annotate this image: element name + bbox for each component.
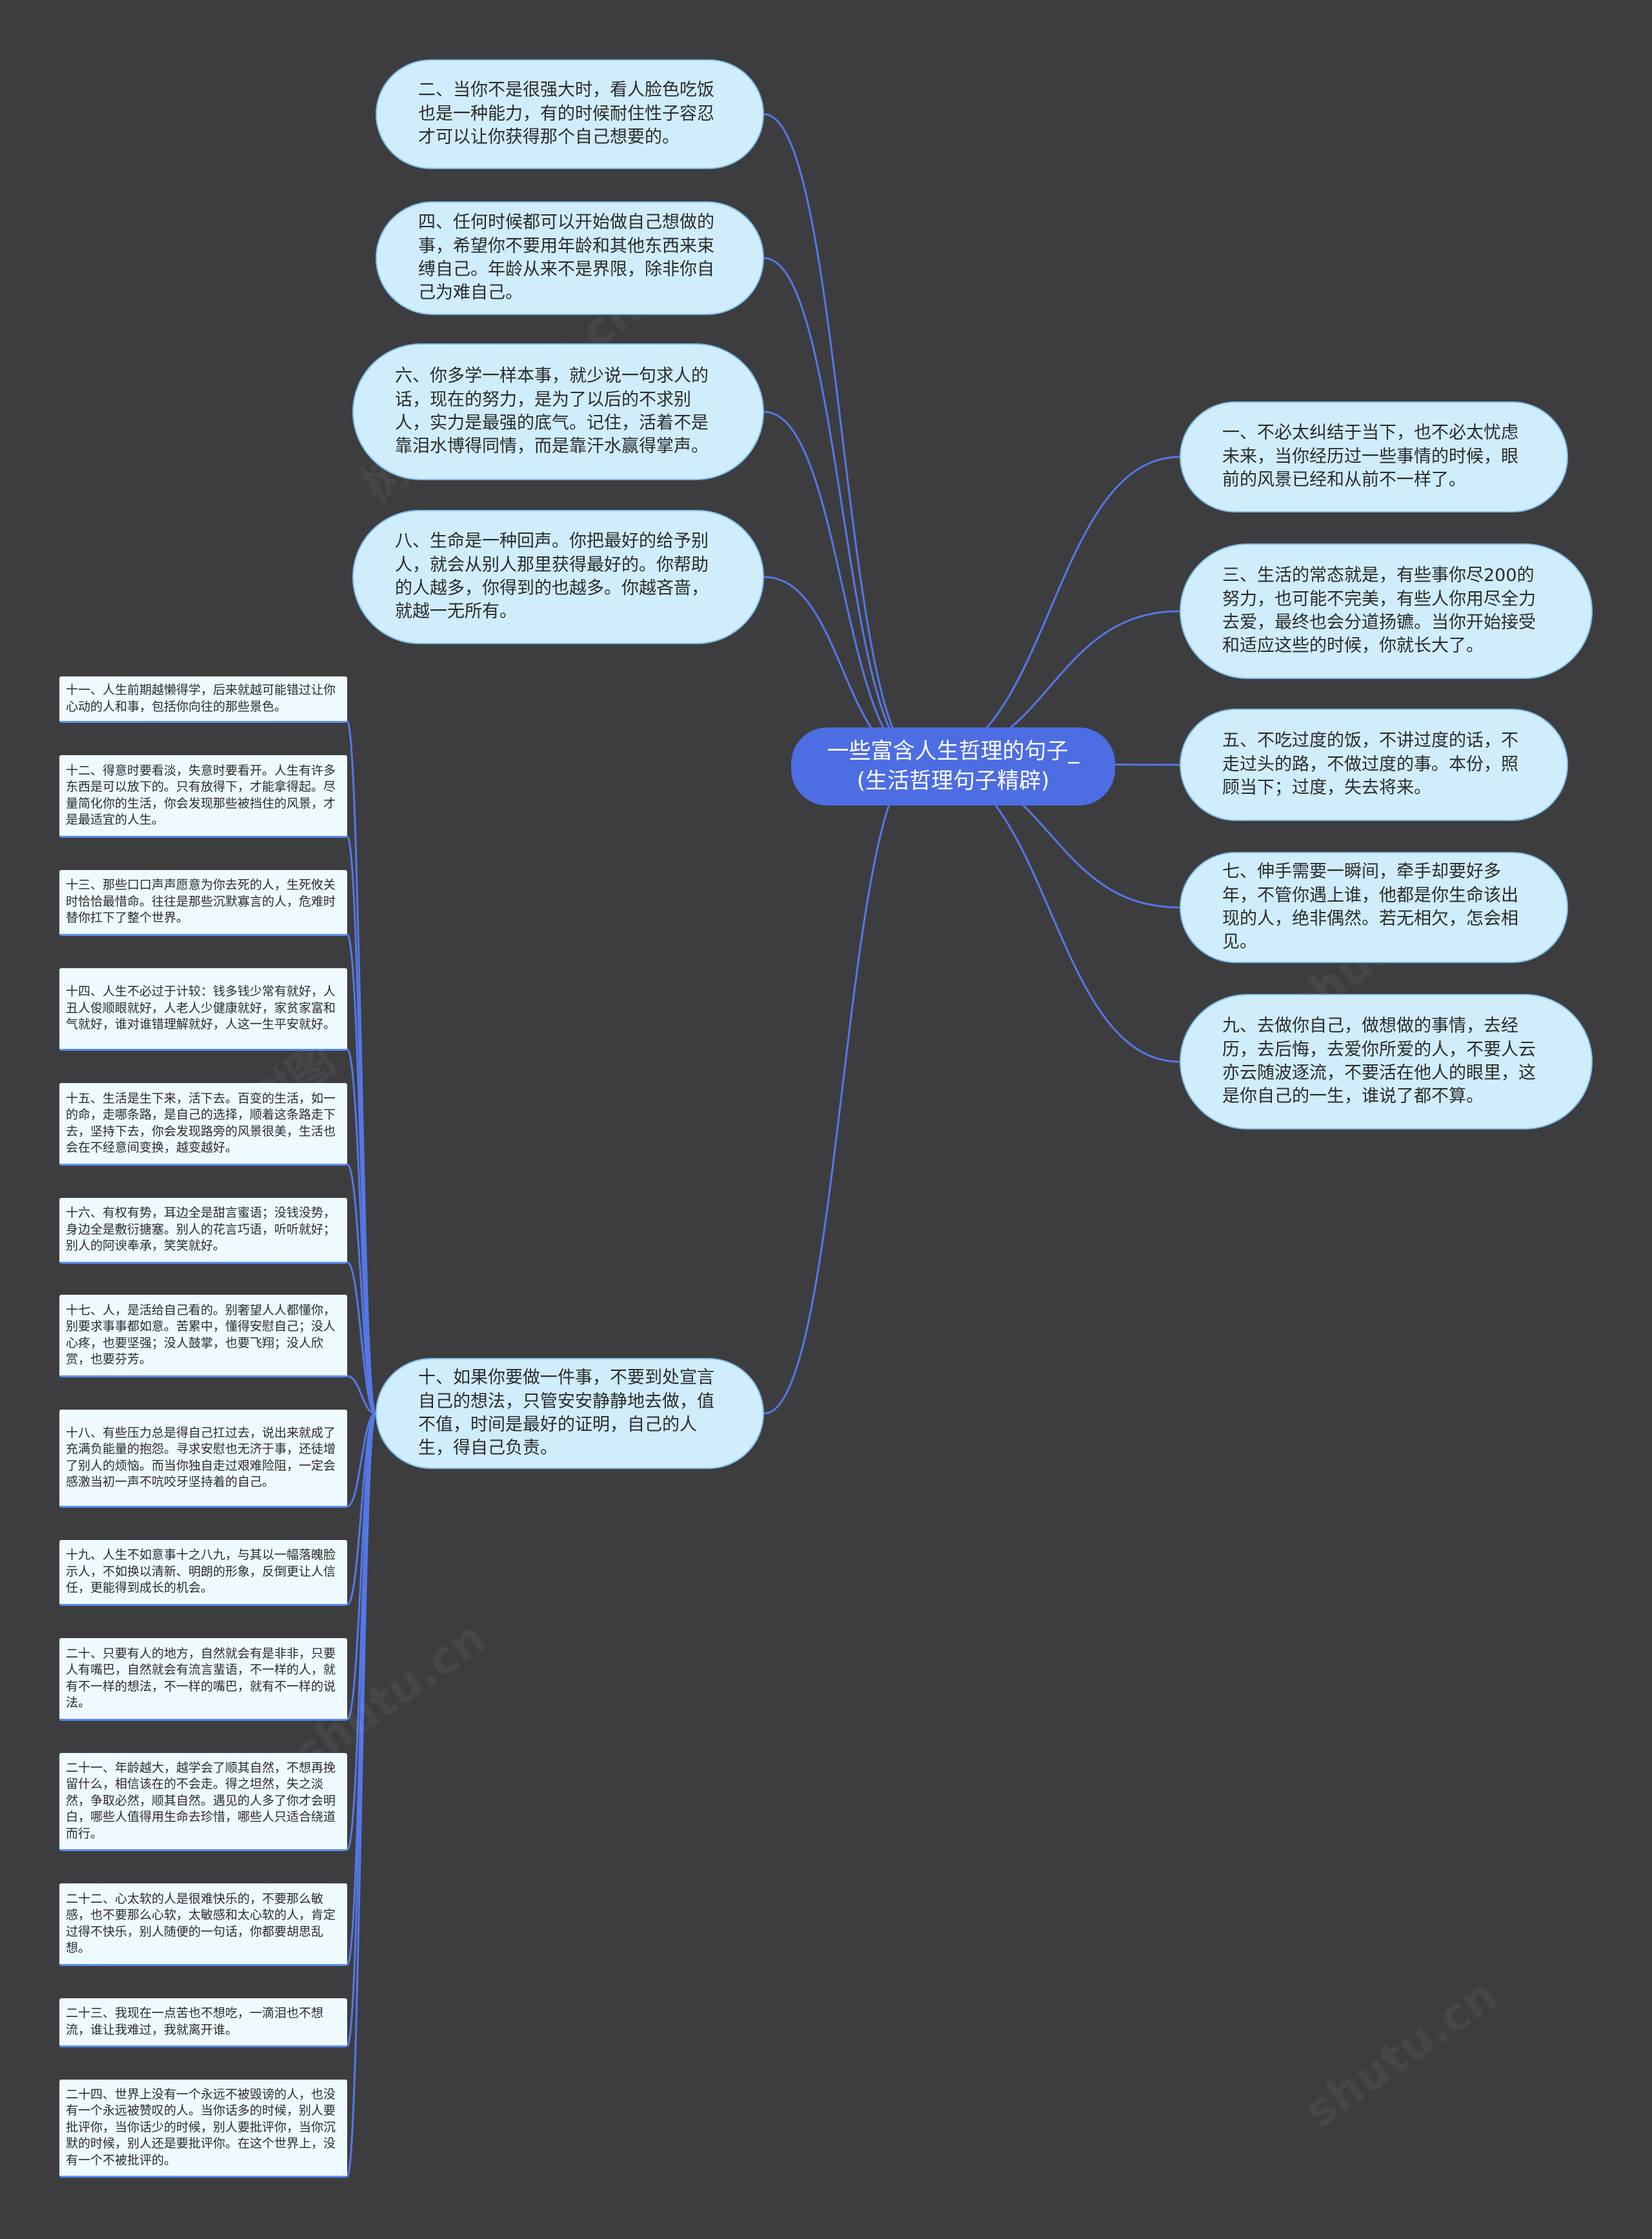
leaf-node-12[interactable]: 十二、得意时要看淡，失意时要看开。人生有许多东西是可以放下的。只有放得下，才能拿…: [59, 755, 347, 838]
leaf-node-20[interactable]: 二十、只要有人的地方，自然就会有是非非，只要人有嘴巴，自然就会有流言蜚语，不一样…: [59, 1638, 347, 1721]
branch-node-7[interactable]: 七、伸手需要一瞬间，牵手却要好多年，不管你遇上谁，他都是你生命该出现的人，绝非偶…: [1180, 852, 1568, 963]
sub-connector-line: [347, 1412, 376, 1508]
connector-line: [763, 113, 922, 762]
branch-node-1[interactable]: 一、不必太纠结于当下，也不必太忧虑未来，当你经历过一些事情的时候，眼前的风景已经…: [1180, 401, 1568, 512]
leaf-node-16[interactable]: 十六、有权有势，耳边全是甜言蜜语；没钱没势，身边全是敷衍搪塞。别人的花言巧语，听…: [59, 1198, 347, 1264]
connector-line: [920, 456, 1180, 762]
leaf-node-11[interactable]: 十一、人生前期越懒得学，后来就越可能错过让你心动的人和事，包括你向往的那些景色。: [59, 676, 347, 723]
connector-line: [763, 410, 922, 762]
sub-connector-line: [346, 1412, 377, 1966]
branch-node-8[interactable]: 八、生命是一种回声。你把最好的给予别人，就会从别人那里获得最好的。你帮助的人越多…: [352, 510, 764, 644]
branch-node-3[interactable]: 三、生活的常态就是，有些事你尽200的努力，也可能不完美，有些人你用尽全力去爱，…: [1180, 543, 1593, 679]
leaf-node-22[interactable]: 二十二、心太软的人是很难快乐的，不要那么敏感，也不要那么心软，太敏感和太心软的人…: [59, 1883, 347, 1966]
leaf-node-23[interactable]: 二十三、我现在一点苦也不想吃，一滴泪也不想流，谁让我难过，我就离开谁。: [59, 1998, 347, 2047]
leaf-node-24[interactable]: 二十四、世界上没有一个永远不被毁谤的人，也没有一个永远被赞叹的人。当你话多的时候…: [59, 2080, 347, 2178]
branch-node-9[interactable]: 九、去做你自己，做想做的事情，去经历，去后悔，去爱你所爱的人，不要人云亦云随波逐…: [1180, 994, 1593, 1130]
sub-connector-line: [346, 1163, 377, 1415]
leaf-node-17[interactable]: 十七、人，是活给自己看的。别奢望人人都懂你，别要求事事都如意。苦累中，懂得安慰自…: [59, 1295, 347, 1377]
connector-line: [763, 760, 922, 1415]
sub-connector-line: [347, 1375, 376, 1415]
branch-node-5[interactable]: 五、不吃过度的饭，不讲过度的话，不走过头的路，不做过度的事。本份，照顾当下；过度…: [1180, 709, 1568, 821]
sub-connector-line: [346, 1048, 377, 1415]
connector-line: [920, 760, 1180, 1063]
connector-line: [763, 257, 922, 762]
sub-connector-line: [346, 1412, 377, 2178]
leaf-node-18[interactable]: 十八、有些压力总是得自己扛过去，说出来就成了充满负能量的抱怨。寻求安慰也无济于事…: [59, 1410, 347, 1508]
root-topic-node[interactable]: 一些富含人生哲理的句子_ (生活哲理句子精辟): [791, 727, 1115, 805]
leaf-node-14[interactable]: 十四、人生不必过于计较：钱多钱少常有就好，人丑人俊顺眼就好，人老人少健康就好，家…: [59, 968, 347, 1051]
branch-node-4[interactable]: 四、任何时候都可以开始做自己想做的事，希望你不要用年龄和其他东西来束缚自己。年龄…: [376, 201, 764, 315]
leaf-node-13[interactable]: 十三、那些口口声声愿意为你去死的人，生死攸关时恰恰最惜命。往往是那些沉默寡言的人…: [59, 870, 347, 936]
sub-connector-line: [347, 1261, 376, 1415]
branch-node-6[interactable]: 六、你多学一样本事，就少说一句求人的话，现在的努力，是为了以后的不求别人，实力是…: [352, 343, 764, 480]
leaf-node-19[interactable]: 十九、人生不如意事十之八九，与其以一幅落魄脸示人，不如换以清新、明朗的形象，反倒…: [59, 1540, 347, 1606]
branch-node-10[interactable]: 十、如果你要做一件事，不要到处宣言自己的想法，只管安安静静地去做，值不值，时间是…: [376, 1358, 764, 1469]
leaf-node-21[interactable]: 二十一、年龄越大，越学会了顺其自然，不想再挽留什么，相信该在的不会走。得之坦然，…: [59, 1753, 347, 1851]
leaf-node-15[interactable]: 十五、生活是生下来，活下去。百变的生活，如一的命，走哪条路，是自己的选择，顺着这…: [59, 1083, 347, 1166]
branch-node-2[interactable]: 二、当你不是很强大时，看人脸色吃饭也是一种能力，有的时候耐住性子容忍才可以让你获…: [376, 59, 764, 169]
sub-connector-line: [346, 835, 377, 1415]
